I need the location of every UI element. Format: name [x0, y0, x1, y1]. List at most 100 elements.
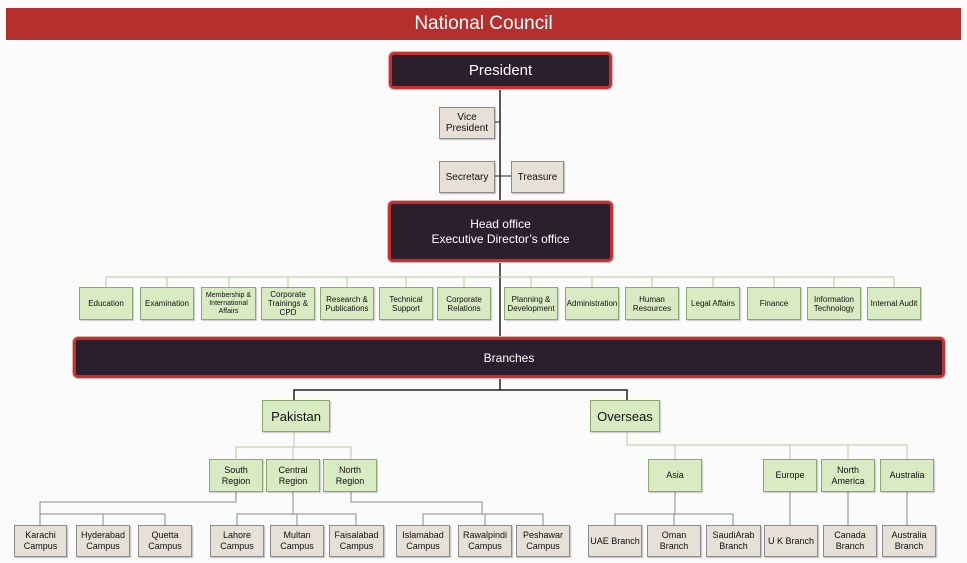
dept-label: Administration: [566, 299, 618, 308]
campus-label: Faisalabad Campus: [334, 530, 379, 551]
branch-label: SaudiArab Branch: [712, 530, 755, 551]
dept-planning: Planning & Development: [504, 287, 558, 320]
secretary-label: Secretary: [445, 171, 489, 183]
pakistan-label: Pakistan: [271, 408, 321, 424]
dept-label: Examination: [144, 299, 190, 308]
overseas-box: Overseas: [590, 400, 660, 432]
page-title: National Council: [6, 8, 961, 40]
dept-label: Membership & International Affairs: [205, 291, 252, 315]
campus-rawalpindi: Rawalpindi Campus: [458, 525, 512, 557]
branches-label: Branches: [483, 350, 535, 365]
branches-box: Branches: [73, 337, 945, 378]
north-campus-lines: [350, 492, 544, 525]
dept-label: Education: [88, 299, 124, 308]
dept-label: Corporate Trainings & CPD: [267, 290, 309, 317]
campus-islamabad: Islamabad Campus: [396, 525, 450, 557]
campus-peshawar: Peshawar Campus: [516, 525, 570, 557]
region-label: Asia: [666, 470, 684, 480]
dept-finance: Finance: [747, 287, 801, 320]
branch-label: UAE Branch: [590, 535, 640, 546]
region-australia: Australia: [880, 459, 934, 492]
branch-canada: Canada Branch: [823, 525, 877, 557]
branch-label: Australia Branch: [891, 530, 927, 551]
region-north: North Region: [323, 459, 377, 492]
dept-label: Human Resources: [632, 294, 672, 313]
dept-information-technology: Information Technology: [807, 287, 861, 320]
dept-administration: Administration: [565, 287, 619, 320]
dept-examination: Examination: [140, 287, 194, 320]
campus-label: Rawalpindi Campus: [462, 530, 508, 551]
head-office-box: Head office Executive Director’s office: [388, 201, 613, 262]
campus-karachi: Karachi Campus: [14, 525, 67, 557]
pakistan-regions-lines: [235, 432, 352, 459]
dept-label: Planning & Development: [507, 294, 555, 313]
dept-legal-affairs: Legal Affairs: [686, 287, 740, 320]
campus-label: Peshawar Campus: [522, 530, 564, 551]
branch-label: U K Branch: [767, 535, 815, 546]
central-campus-lines: [236, 492, 357, 525]
campus-label: Hyderabad Campus: [80, 530, 126, 551]
branch-saudiarab: SaudiArab Branch: [706, 525, 761, 557]
dept-corporate-trainings: Corporate Trainings & CPD: [261, 287, 315, 320]
region-label: South Region: [221, 464, 251, 486]
head-office-line1: Head office: [470, 216, 531, 231]
region-north-america: North America: [821, 459, 875, 492]
asia-branch-lines: [614, 492, 734, 525]
region-label: North Region: [335, 464, 365, 486]
dept-corporate-relations: Corporate Relations: [437, 287, 491, 320]
branch-oman: Oman Branch: [647, 525, 701, 557]
campus-label: Quetta Campus: [148, 530, 182, 551]
south-campus-lines: [39, 492, 237, 525]
region-central: Central Region: [266, 459, 320, 492]
dept-label: Finance: [759, 299, 789, 308]
dept-label: Research & Publications: [325, 294, 369, 313]
dept-internal-audit: Internal Audit: [867, 287, 921, 320]
campus-multan: Multan Campus: [270, 525, 324, 557]
dept-research: Research & Publications: [320, 287, 374, 320]
treasure-box: Treasure: [511, 161, 564, 193]
branch-uk: U K Branch: [764, 525, 818, 557]
president-label: President: [468, 62, 533, 79]
dept-education: Education: [79, 287, 133, 320]
dept-technical-support: Technical Support: [379, 287, 433, 320]
branch-label: Canada Branch: [834, 530, 866, 551]
region-asia: Asia: [648, 459, 702, 492]
campus-quetta: Quetta Campus: [138, 525, 192, 557]
campus-faisalabad: Faisalabad Campus: [329, 525, 384, 557]
campus-label: Lahore Campus: [220, 530, 254, 551]
branches-split: [293, 378, 628, 400]
dept-membership: Membership & International Affairs: [201, 287, 256, 320]
campus-label: Multan Campus: [280, 530, 314, 551]
dept-label: Internal Audit: [870, 299, 918, 308]
region-label: Australia: [889, 470, 925, 480]
region-europe: Europe: [763, 459, 817, 492]
branch-label: Oman Branch: [659, 530, 689, 551]
campus-label: Karachi Campus: [23, 530, 58, 551]
pakistan-box: Pakistan: [262, 400, 330, 432]
overseas-regions-lines: [626, 432, 908, 459]
branch-uae: UAE Branch: [588, 525, 642, 557]
branch-australia: Australia Branch: [882, 525, 936, 557]
campus-hyderabad: Hyderabad Campus: [76, 525, 130, 557]
secretary-box: Secretary: [439, 161, 495, 193]
dept-label: Information Technology: [813, 294, 855, 313]
region-label: Europe: [775, 470, 805, 480]
treasure-label: Treasure: [517, 171, 558, 183]
region-label: Central Region: [278, 464, 308, 486]
dept-human-resources: Human Resources: [625, 287, 679, 320]
dept-label: Corporate Relations: [446, 294, 482, 313]
head-office-line2: Executive Director’s office: [431, 231, 570, 246]
campus-lahore: Lahore Campus: [210, 525, 264, 557]
vice-president-box: Vice President: [439, 107, 495, 139]
region-south: South Region: [209, 459, 263, 492]
vice-president-label: Vice President: [445, 112, 489, 134]
dept-label: Technical Support: [389, 294, 423, 313]
overseas-label: Overseas: [597, 408, 653, 424]
region-label: North America: [831, 464, 865, 486]
president-box: President: [389, 52, 612, 89]
departments-bus: [105, 276, 895, 287]
dept-label: Legal Affairs: [691, 299, 735, 308]
campus-label: Islamabad Campus: [402, 530, 444, 551]
